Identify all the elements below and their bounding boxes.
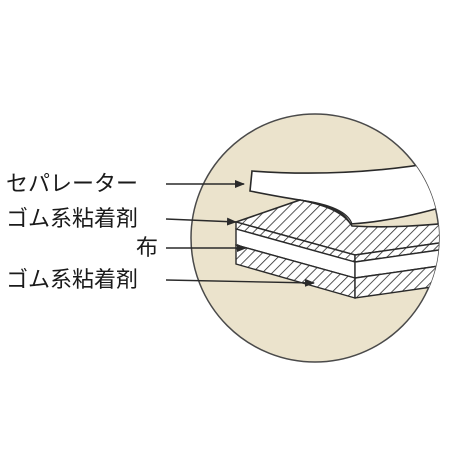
adhesive-top-label: ゴム系粘着剤 (6, 207, 139, 232)
adhesive-top-right-side (354, 239, 439, 263)
separator-label: セパレーター (6, 172, 139, 197)
cloth-right (354, 246, 439, 279)
layer-stack (233, 157, 439, 299)
adhesive-bottom-leader (165, 278, 315, 287)
adhesive-bottom-right (354, 262, 439, 299)
separator-layer (249, 157, 439, 225)
adhesive-top-face (233, 199, 439, 256)
adhesive-top-leader (165, 217, 237, 226)
cloth-label: 布 (136, 236, 159, 261)
adhesive-bottom-label: ゴム系粘着剤 (6, 268, 139, 293)
